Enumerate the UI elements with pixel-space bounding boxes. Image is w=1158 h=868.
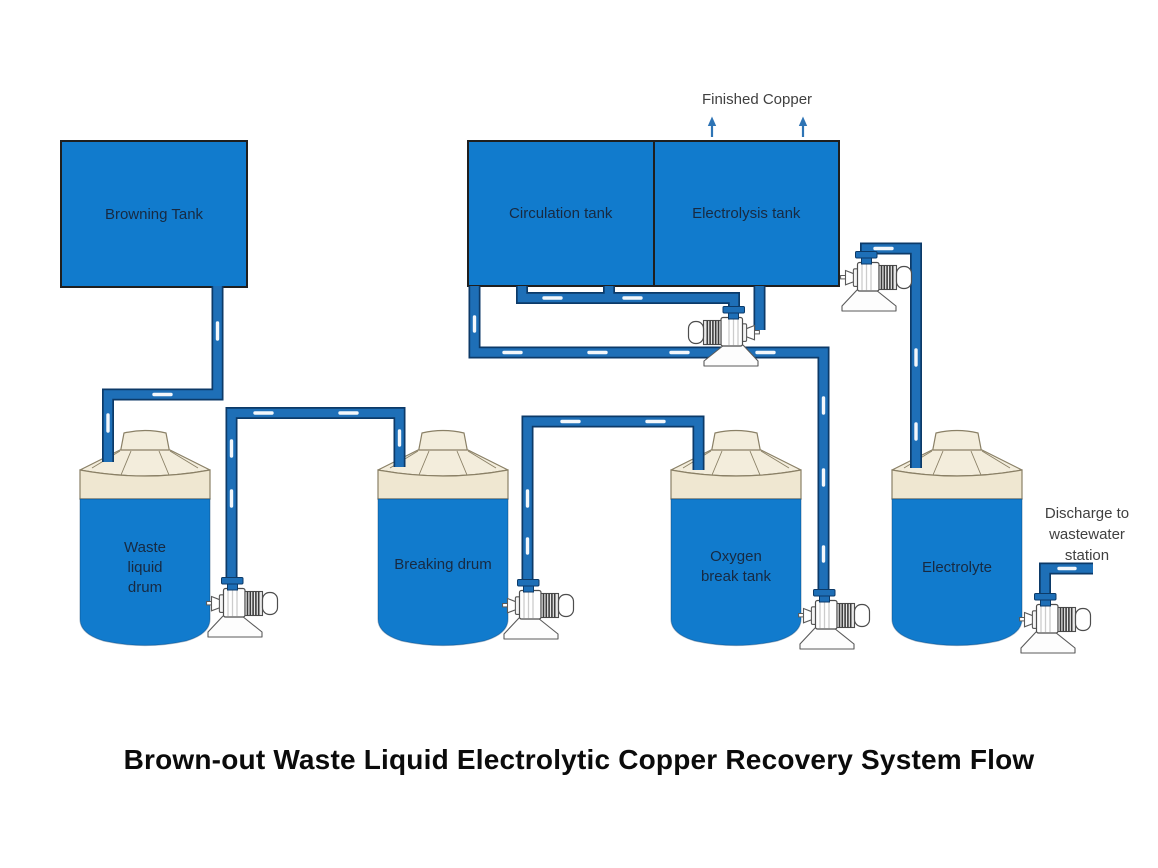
finished-copper-arrow (707, 116, 717, 137)
circulation-pump-icon (687, 306, 760, 367)
oxygen-break-tank-shape (670, 429, 802, 647)
pipe (227, 408, 404, 578)
drum-label-line: Breaking drum (394, 556, 492, 573)
discharge-label: Discharge to wastewater station (1036, 503, 1138, 566)
oxygen-break-tank-label: Oxygen break tank (669, 547, 803, 587)
electrolysis-outlet-pump-icon (840, 251, 913, 312)
drum-label-line: Waste (124, 539, 166, 556)
oxygen-break-pump-icon (797, 589, 870, 650)
waste-liquid-pump-icon (205, 577, 278, 638)
breaking-drum-pump-icon (501, 579, 574, 640)
discharge-label-line: Discharge to (1044, 505, 1130, 522)
pipe-outline (521, 415, 705, 580)
finished-copper-arrow (798, 116, 808, 137)
pipe (103, 286, 222, 462)
oxygen-break-tank: Oxygen break tank (669, 426, 803, 658)
electrolyte-tank-shape (891, 429, 1023, 647)
breaking-drum-shape (377, 429, 509, 647)
electrolyte-tank-label: Electrolyte (890, 558, 1024, 578)
electrolyte-discharge-pump-icon (1019, 593, 1092, 654)
browning-tank-label: Browning Tank (104, 205, 204, 223)
circulation-tank-label: Circulation tank (509, 205, 613, 222)
breaking-drum: Breaking drum (376, 426, 510, 658)
circulation-tank: Circulation tank (469, 142, 653, 285)
drum-label-line: Electrolyte (921, 559, 993, 576)
discharge-label-line: station (1064, 547, 1110, 564)
electrolysis-tank-label: Electrolysis tank (692, 205, 801, 222)
pipe-outline (225, 407, 406, 578)
breaking-drum-label: Breaking drum (376, 555, 510, 575)
drum-label-line: liquid (127, 559, 163, 576)
browning-tank: Browning Tank (60, 140, 248, 288)
diagram-title: Brown-out Waste Liquid Electrolytic Copp… (123, 744, 1035, 775)
circulation-electrolysis-tanks: Circulation tank Electrolysis tank (467, 140, 840, 287)
pipe (1040, 564, 1093, 594)
tank-divider (652, 142, 655, 285)
electrolyte-tank: Electrolyte (890, 426, 1024, 658)
discharge-label-line: wastewater (1049, 526, 1125, 543)
finished-copper-label: Finished Copper (701, 91, 813, 108)
drum-label-line: Oxygen (710, 548, 762, 565)
pipe (523, 417, 703, 580)
waste-liquid-drum: Waste liquid drum (78, 426, 212, 658)
pipe-outline (102, 286, 224, 462)
drum-label-line: break tank (700, 568, 772, 585)
electrolysis-tank: Electrolysis tank (655, 142, 839, 285)
waste-liquid-drum-shape (79, 429, 211, 647)
drum-label-line: drum (127, 579, 163, 596)
waste-liquid-drum-label: Waste liquid drum (78, 538, 212, 598)
